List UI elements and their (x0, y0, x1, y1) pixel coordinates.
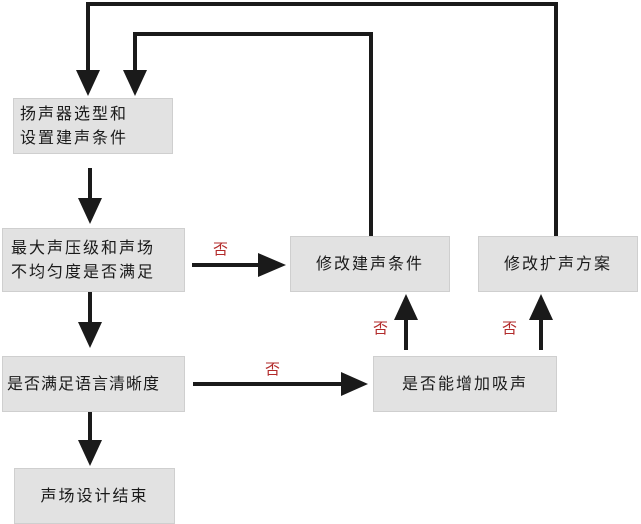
arrowhead-to-check-spl (78, 198, 102, 224)
edge-label-no-intelligibility: 否 (265, 360, 281, 378)
edge-label-no-absorption-right: 否 (502, 319, 518, 337)
node-modify-acoustic: 修改建声条件 (290, 236, 450, 292)
arrowhead-to-absorption (341, 372, 368, 396)
node-add-absorption: 是否能增加吸声 (373, 356, 557, 412)
loop-modify-acoustic-to-select (133, 32, 373, 236)
arrowhead-to-end (78, 440, 102, 466)
node-select-speakers-text: 扬声器选型和 设置建声条件 (20, 104, 129, 147)
node-design-end-text: 声场设计结束 (40, 486, 149, 505)
edge-label-no-spl: 否 (213, 240, 229, 258)
node-modify-plan: 修改扩声方案 (478, 236, 638, 292)
arrowhead-up-modify-plan (529, 294, 553, 320)
node-check-spl: 最大声压级和声场 不均匀度是否满足 (2, 228, 185, 292)
edge-label-no-absorption-left: 否 (373, 319, 389, 337)
arrowhead-up-modify-acoustic (394, 294, 418, 320)
arrowhead-to-modify-acoustic (258, 253, 286, 277)
arrowhead-outer-loop (76, 70, 100, 96)
node-modify-acoustic-text: 修改建声条件 (315, 254, 424, 273)
arrowhead-to-intelligibility (78, 322, 102, 348)
node-design-end: 声场设计结束 (14, 468, 175, 524)
node-check-intelligibility-text: 是否满足语言清晰度 (7, 374, 161, 393)
arrowhead-inner-loop (123, 70, 147, 96)
node-add-absorption-text: 是否能增加吸声 (401, 374, 528, 393)
loop-modify-plan-to-select (86, 2, 558, 236)
node-select-speakers: 扬声器选型和 设置建声条件 (13, 98, 173, 154)
node-modify-plan-text: 修改扩声方案 (503, 254, 612, 273)
node-check-spl-text: 最大声压级和声场 不均匀度是否满足 (11, 238, 156, 281)
node-check-intelligibility: 是否满足语言清晰度 (2, 356, 185, 412)
